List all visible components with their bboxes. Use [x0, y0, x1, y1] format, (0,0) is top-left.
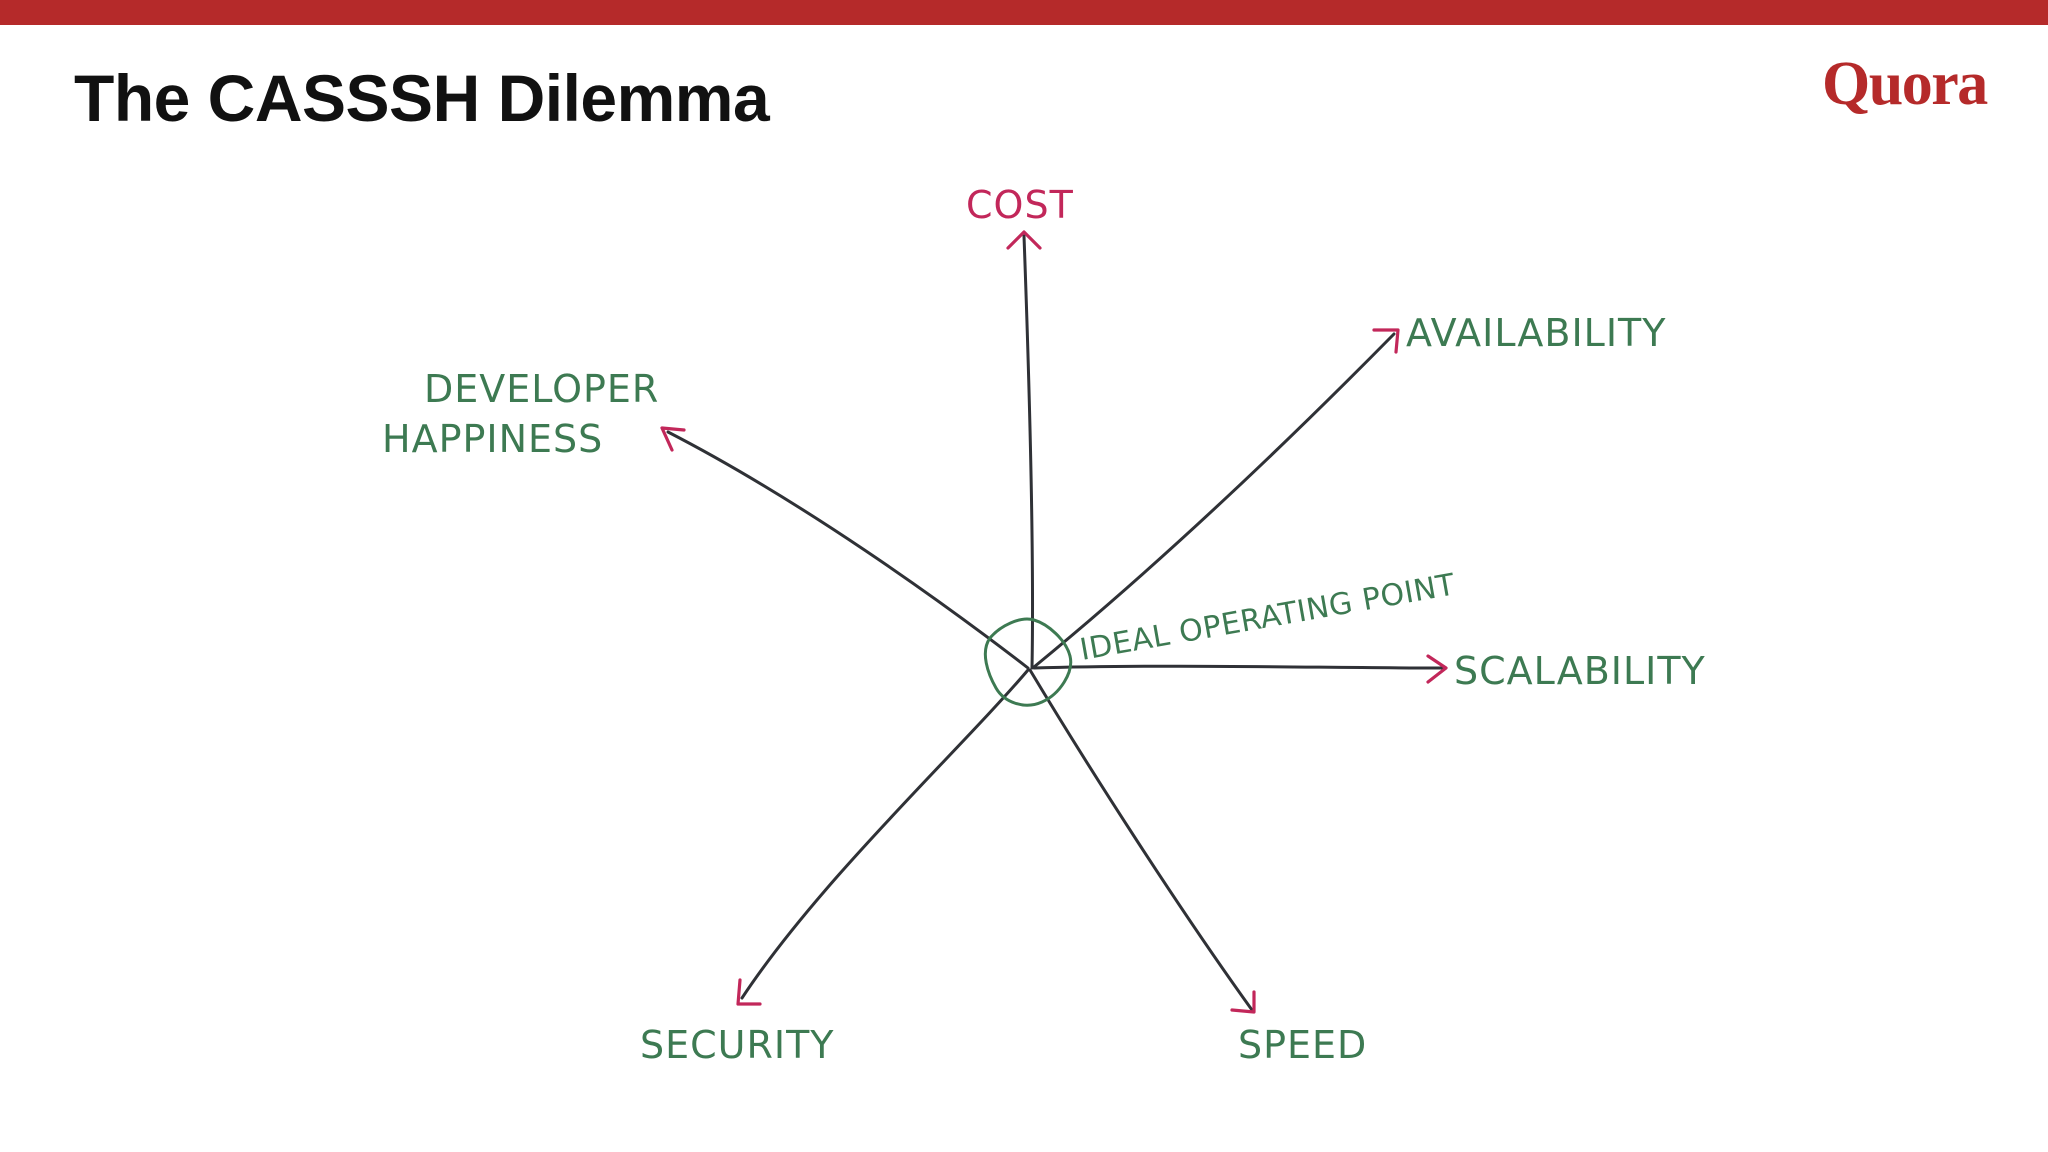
cost-axis-line: [1022, 234, 1035, 670]
developer-happiness-arrowhead: [660, 426, 686, 452]
security-arrowhead: [736, 978, 762, 1006]
speed-label: SPEED: [1238, 1023, 1367, 1067]
ideal-operating-point-loop: [983, 617, 1073, 707]
security-label: SECURITY: [640, 1023, 835, 1067]
developer-happiness-label-line-1: DEVELOPER: [424, 367, 659, 411]
cost-label: COST: [966, 183, 1074, 227]
security-axis-line: [740, 668, 1030, 1000]
developer-happiness-axis-line: [666, 430, 1030, 670]
cost-arrowhead: [1006, 230, 1042, 250]
availability-arrowhead: [1372, 328, 1400, 354]
availability-label: AVAILABILITY: [1406, 311, 1666, 355]
top-bar: [0, 0, 2048, 25]
speed-axis-line: [1028, 668, 1254, 1012]
quora-logo-text: Quora: [1822, 50, 1988, 118]
availability-axis-line: [1032, 332, 1396, 669]
slide-title: The CASSSH Dilemma: [74, 61, 770, 135]
scalability-axis-line: [1032, 664, 1444, 670]
quora-logo: Quora: [1822, 50, 1990, 118]
developer-happiness-label-line-2: HAPPINESS: [382, 417, 603, 461]
speed-arrowhead: [1230, 990, 1256, 1014]
scalability-arrowhead: [1426, 654, 1448, 684]
scalability-label: SCALABILITY: [1454, 649, 1706, 693]
